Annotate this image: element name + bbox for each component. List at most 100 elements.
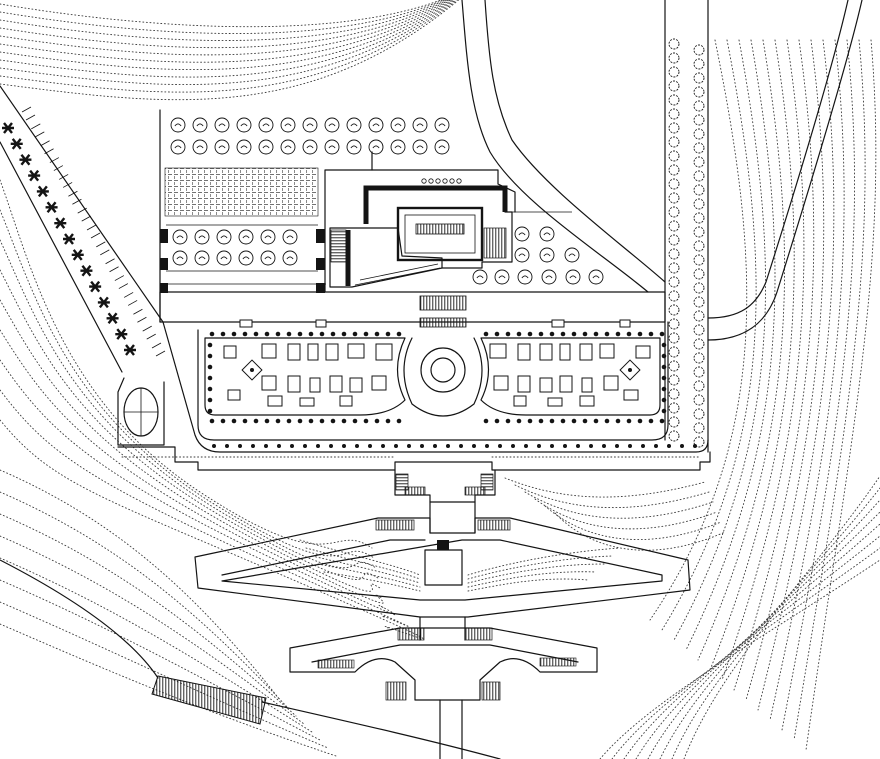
tree-mark xyxy=(438,123,446,127)
tree xyxy=(170,139,186,155)
hedge-dot xyxy=(277,444,281,448)
hatched-stair-strip xyxy=(151,675,267,725)
terrace-steps-upper xyxy=(419,295,467,311)
strip-tree xyxy=(106,312,119,325)
wall-pier xyxy=(160,229,168,243)
avenue-tree xyxy=(693,380,705,392)
oval-lawn-enclosure xyxy=(117,377,165,446)
strip-tree-crown xyxy=(97,296,110,309)
tree-mark xyxy=(242,256,250,260)
tree-crown xyxy=(539,247,555,263)
hedge-dot xyxy=(576,444,580,448)
strip-tree xyxy=(54,217,67,229)
west-wing-stair xyxy=(330,229,347,263)
strip-tick xyxy=(146,333,156,340)
fountain-basin xyxy=(420,347,466,393)
tree-crown xyxy=(258,139,274,155)
contour-line xyxy=(554,512,726,551)
roof-lantern xyxy=(421,178,427,184)
hedge-dot xyxy=(498,444,502,448)
contour-line xyxy=(0,0,444,34)
hedge-dot xyxy=(505,418,511,424)
terrace-buttress xyxy=(619,319,631,328)
strip-tree-crown xyxy=(2,122,14,134)
tree-mark xyxy=(543,253,551,257)
hedge-dot xyxy=(615,418,621,424)
tree-mark xyxy=(350,145,358,149)
hedge-dot xyxy=(330,418,336,424)
hedge-dot xyxy=(560,418,566,424)
contour-line xyxy=(467,571,597,588)
avenue-tree xyxy=(668,80,680,92)
parterre-bed xyxy=(559,343,571,361)
hedge-dot xyxy=(602,444,606,448)
avenue-tree xyxy=(668,374,680,386)
hedge-dot xyxy=(494,418,500,424)
tree xyxy=(514,226,530,242)
contour-line xyxy=(0,299,381,592)
strip-tick xyxy=(105,258,115,265)
tree xyxy=(172,250,188,266)
hedge-dot xyxy=(538,418,544,424)
tree-crown xyxy=(390,139,406,155)
avenue-tree xyxy=(668,220,680,232)
roof-lantern xyxy=(428,178,434,184)
tree-mark xyxy=(198,235,206,239)
strip-tick xyxy=(58,174,69,180)
tree xyxy=(517,269,533,285)
parterre-bed xyxy=(599,343,615,359)
strip-tick xyxy=(118,283,129,289)
parterre-bed xyxy=(517,343,531,361)
upper-landing-stair-west xyxy=(395,473,409,491)
hedge-dot xyxy=(251,444,255,448)
tree-crown xyxy=(472,269,488,285)
tree-crown xyxy=(368,117,384,133)
strip-tick xyxy=(100,249,110,256)
lower-stair-north-east xyxy=(465,627,493,641)
parterre-bed xyxy=(349,377,363,393)
tree xyxy=(412,117,428,133)
hedge-dot xyxy=(231,418,237,424)
west-wing-ramp xyxy=(354,263,441,286)
hedge-dot xyxy=(275,418,281,424)
parterre-outer-walk xyxy=(197,321,669,441)
parterre-bed xyxy=(267,395,283,407)
hedge-dot xyxy=(693,444,697,448)
tree-crown xyxy=(192,139,208,155)
upper-landing xyxy=(394,469,496,503)
tree-crown xyxy=(214,139,230,155)
strip-tree-crown xyxy=(28,169,41,182)
central-hall-inner-border xyxy=(404,214,476,254)
tree-mark xyxy=(196,145,204,149)
tree-mark xyxy=(262,123,270,127)
contour-line xyxy=(661,39,757,631)
avenue-tree xyxy=(693,184,705,196)
tree-crown xyxy=(236,117,252,133)
hedge-dot xyxy=(209,331,215,337)
avenue-tree xyxy=(693,100,705,112)
hedge-dot xyxy=(264,444,268,448)
tree-mark xyxy=(592,275,600,279)
hedge-dot xyxy=(238,444,242,448)
contour-line xyxy=(793,39,866,741)
lower-terrace-outer xyxy=(289,627,598,701)
tree-mark xyxy=(262,145,270,149)
strip-tree xyxy=(124,344,136,356)
contour-line xyxy=(0,0,446,41)
avenue-tree xyxy=(693,324,705,336)
strip-tree-crown xyxy=(19,153,32,166)
avenue-tree xyxy=(668,206,680,218)
hedge-dot xyxy=(319,331,325,337)
parterre-bed xyxy=(261,375,277,391)
contour-line xyxy=(721,39,805,681)
hedge-dot xyxy=(374,331,380,337)
tree-mark xyxy=(372,123,380,127)
hedge-dot xyxy=(381,444,385,448)
tree-mark xyxy=(220,256,228,260)
strip-tick xyxy=(90,232,101,239)
hedge-dot xyxy=(615,444,619,448)
avenue-tree xyxy=(668,430,680,442)
avenue-tree xyxy=(668,52,680,64)
tree xyxy=(280,139,296,155)
contour-line xyxy=(659,499,880,759)
